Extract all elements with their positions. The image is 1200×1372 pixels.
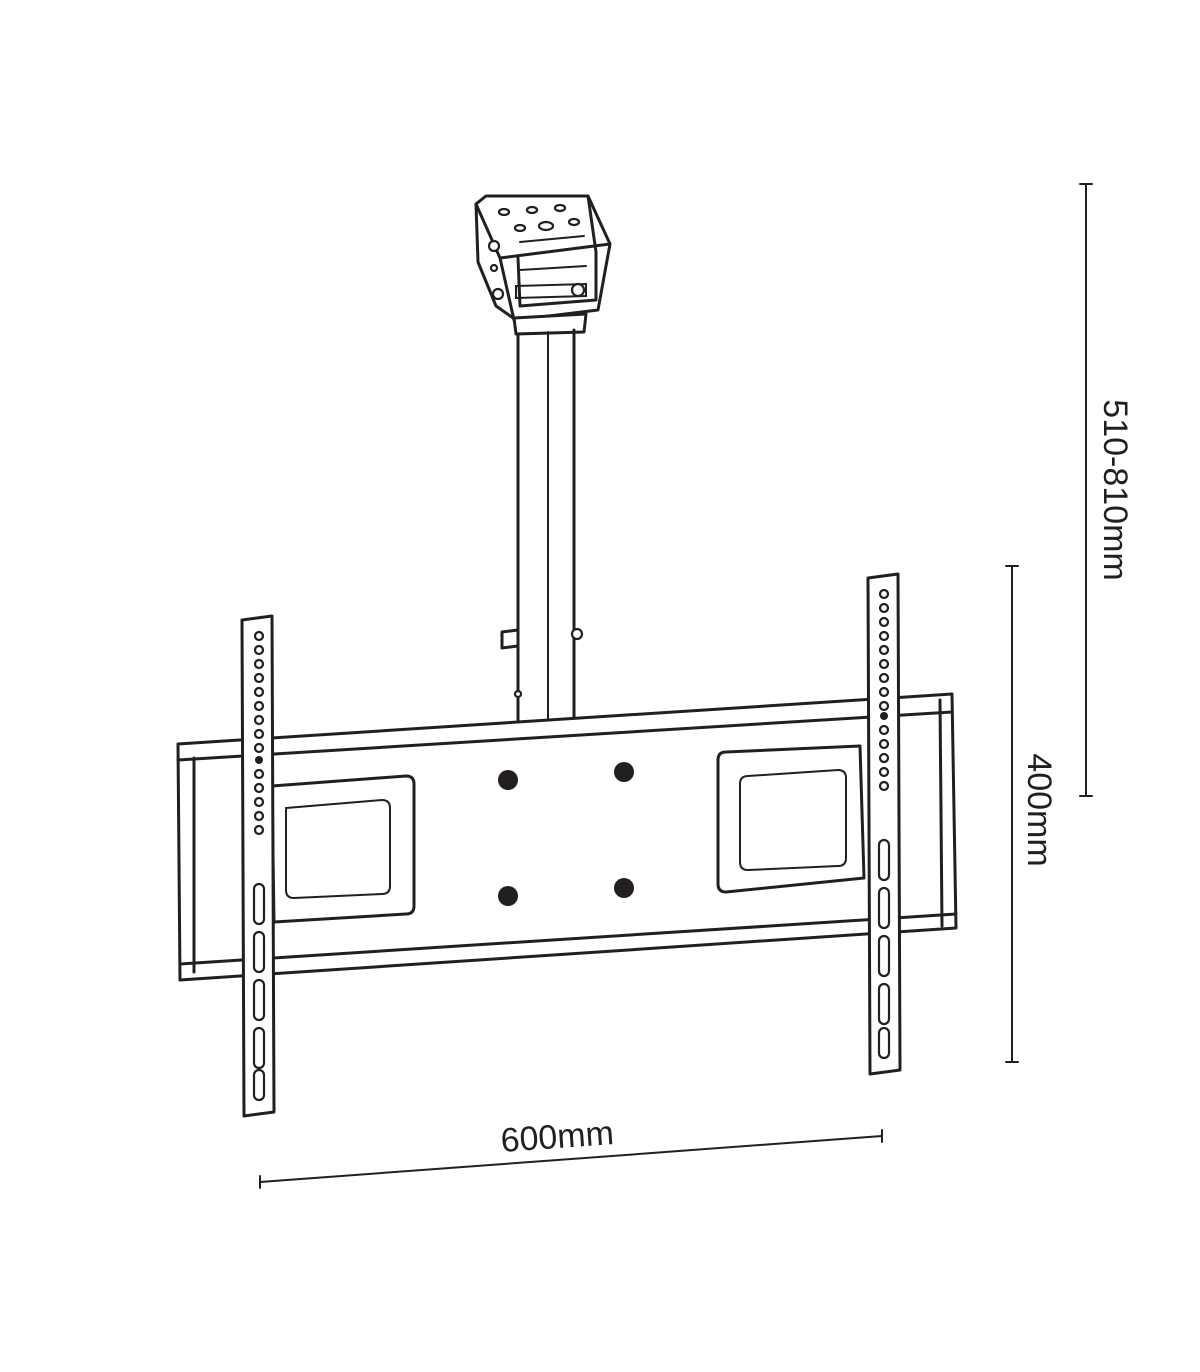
telescopic-pole <box>500 328 584 728</box>
right-arm-holes <box>877 588 891 1060</box>
right-vertical-arm <box>866 572 902 1076</box>
vertical-spacing-dimension: 400mm <box>1005 565 1058 1063</box>
height-dimension: 510-810mm <box>1079 183 1134 797</box>
ceiling-bracket <box>474 194 612 336</box>
left-arm-holes <box>252 630 266 1102</box>
height-range-label: 510-810mm <box>1096 399 1134 580</box>
vertical-spacing-label: 400mm <box>1020 753 1058 866</box>
mounting-plate <box>176 692 958 982</box>
horizontal-spacing-dimension: 600mm <box>259 1114 883 1189</box>
left-vertical-arm <box>240 614 276 1118</box>
horizontal-spacing-label: 600mm <box>499 1114 615 1160</box>
